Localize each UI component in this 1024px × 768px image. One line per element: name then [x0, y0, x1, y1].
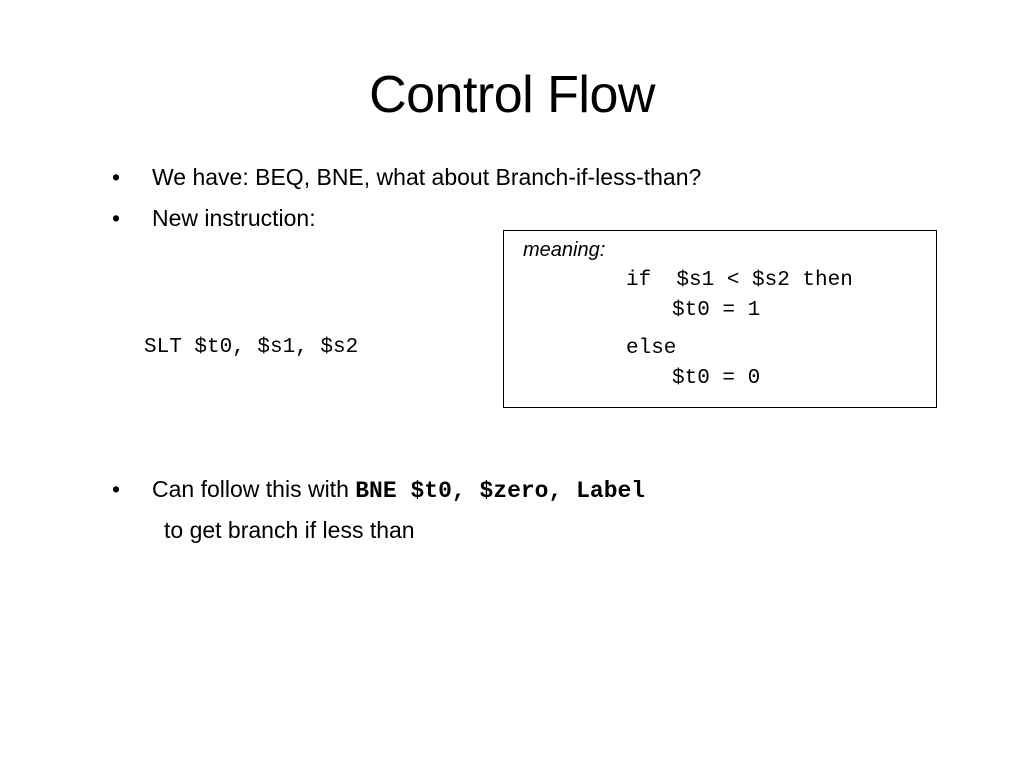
bullet-item-existing-branches: • We have: BEQ, BNE, what about Branch-if…: [112, 162, 701, 192]
bullet-item-new-instruction: • New instruction:: [112, 203, 316, 233]
bullet-marker: •: [112, 164, 121, 190]
bullet-text: New instruction:: [152, 205, 316, 231]
meaning-if-line: if $s1 < $s2 then: [626, 269, 853, 292]
bullet-continuation: to get branch if less than: [164, 517, 415, 543]
meaning-else-line: else: [626, 337, 677, 360]
bullet-text: Can follow this with: [152, 476, 356, 502]
meaning-box: meaning: if $s1 < $s2 then $t0 = 1 else …: [503, 230, 937, 408]
meaning-else-result-line: $t0 = 0: [672, 367, 761, 390]
bne-code: BNE $t0, $zero, Label: [355, 478, 646, 504]
meaning-label: meaning:: [523, 239, 606, 261]
bullet-marker: •: [112, 476, 121, 502]
meaning-then-line: $t0 = 1: [672, 299, 761, 322]
slide-title: Control Flow: [369, 66, 655, 124]
bullet-text: We have: BEQ, BNE, what about Branch-if-…: [152, 164, 702, 190]
slt-instruction: SLT $t0, $s1, $s2: [144, 336, 359, 359]
bullet-item-follow-with-bne: • Can follow this with BNE $t0, $zero, La…: [112, 474, 645, 506]
bullet-marker: •: [112, 205, 121, 231]
